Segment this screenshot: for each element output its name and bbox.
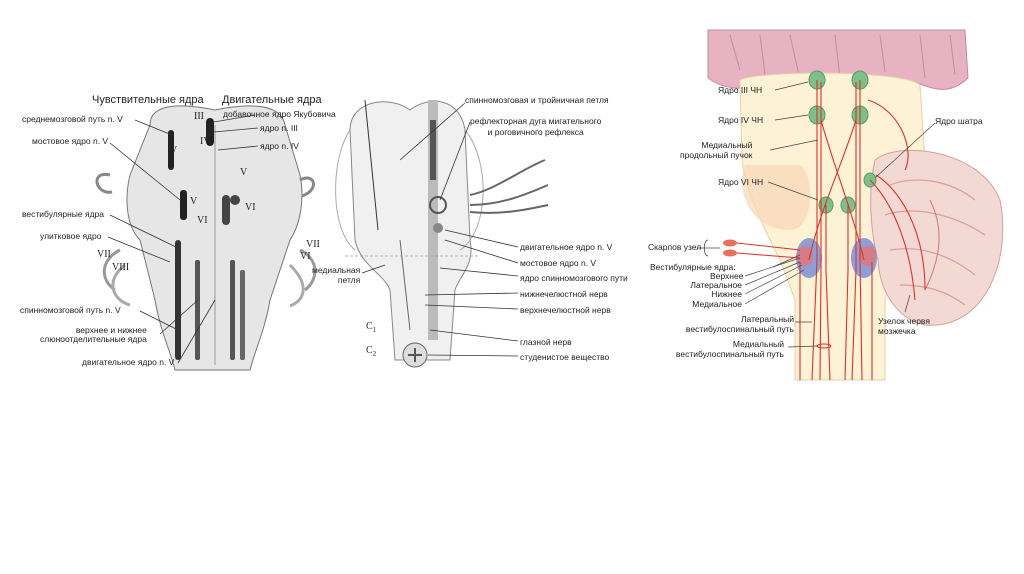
numeral-vii-right: VII: [306, 240, 320, 250]
label-yakubovich-nucleus: добавочное ядро Якубовича: [223, 110, 336, 119]
label-vest-inferior: Нижнее: [700, 290, 742, 299]
numeral-v-left: V: [190, 197, 197, 207]
heading-motor-nuclei: Двигательные ядра: [222, 95, 322, 106]
label-scarpa-ganglion: Скарпов узел: [648, 243, 701, 252]
label-motor-v-mid: двигательное ядро n. V: [520, 243, 612, 252]
label-pontine-nucleus: мостовое ядро n. V: [32, 137, 108, 146]
label-nucleus-iii: ядро n. III: [260, 124, 298, 133]
label-reflex-arc: рефлекторная дуга мигательного и рогович…: [470, 116, 601, 137]
label-medial-vs-tract: Медиальный вестибулоспинальный путь: [664, 339, 784, 359]
numeral-iv: IV: [200, 137, 211, 147]
label-medial-loop: медиальная петля: [312, 265, 360, 285]
label-vest-medial: Медиальное: [680, 300, 742, 309]
numeral-vi-right: VI: [245, 203, 256, 213]
label-motor-v-left: двигательное ядро n. V: [82, 358, 174, 367]
label-spinal-path-nucleus: ядро спинномозгового пути: [520, 274, 628, 283]
label-mlf: Медиальный продольный пучок: [680, 140, 752, 160]
label-fastigial-nucleus: Ядро шатра: [935, 117, 983, 126]
label-ophthalmic-nerve: глазной нерв: [520, 338, 572, 347]
label-c2: C2: [366, 346, 376, 358]
label-nucleus-iii-cn: Ядро III ЧН: [718, 86, 762, 95]
label-salivary-nuclei: верхнее и нижнее слюноотделительные ядра: [40, 326, 147, 343]
numeral-v-right: V: [240, 168, 247, 178]
label-nodulus: Узелок червя мозжечка: [878, 316, 930, 336]
label-mandibular-nerve: нижнечелюстной нерв: [520, 290, 608, 299]
numeral-vi-right-lower: VI: [300, 252, 311, 262]
label-midbrain-path: среднемозговой путь n. V: [22, 115, 123, 124]
label-nucleus-iv: ядро n. IV: [260, 142, 299, 151]
label-cochlear-nucleus: улитковое ядро: [40, 232, 101, 241]
label-vestibular-nuclei: вестибулярные ядра: [22, 210, 104, 219]
numeral-vii-left: VII: [97, 250, 111, 260]
numeral-iii: III: [194, 112, 204, 122]
label-maxillary-nerve: верхнечелюстной нерв: [520, 306, 611, 315]
label-nucleus-iv-cn: Ядро IV ЧН: [718, 116, 763, 125]
heading-sensory-nuclei: Чувствительные ядра: [92, 95, 204, 106]
label-gelatinous-substance: студенистое вещество: [520, 353, 609, 362]
numeral-v-top: V: [170, 146, 177, 156]
label-pontine-v-mid: мостовое ядро n. V: [520, 259, 596, 268]
label-c1: C1: [366, 322, 376, 334]
label-lateral-vs-tract: Латеральный вестибулоспинальный путь: [674, 314, 794, 334]
numeral-vi-left: VI: [197, 216, 208, 226]
label-nucleus-vi-cn: Ядро VI ЧН: [718, 178, 763, 187]
numeral-viii-left: VIII: [112, 263, 129, 273]
label-spinal-path: спинномозговой путь n. V: [20, 306, 121, 315]
label-spinal-trigeminal-loop: спинномозговая и тройничная петля: [465, 96, 609, 105]
